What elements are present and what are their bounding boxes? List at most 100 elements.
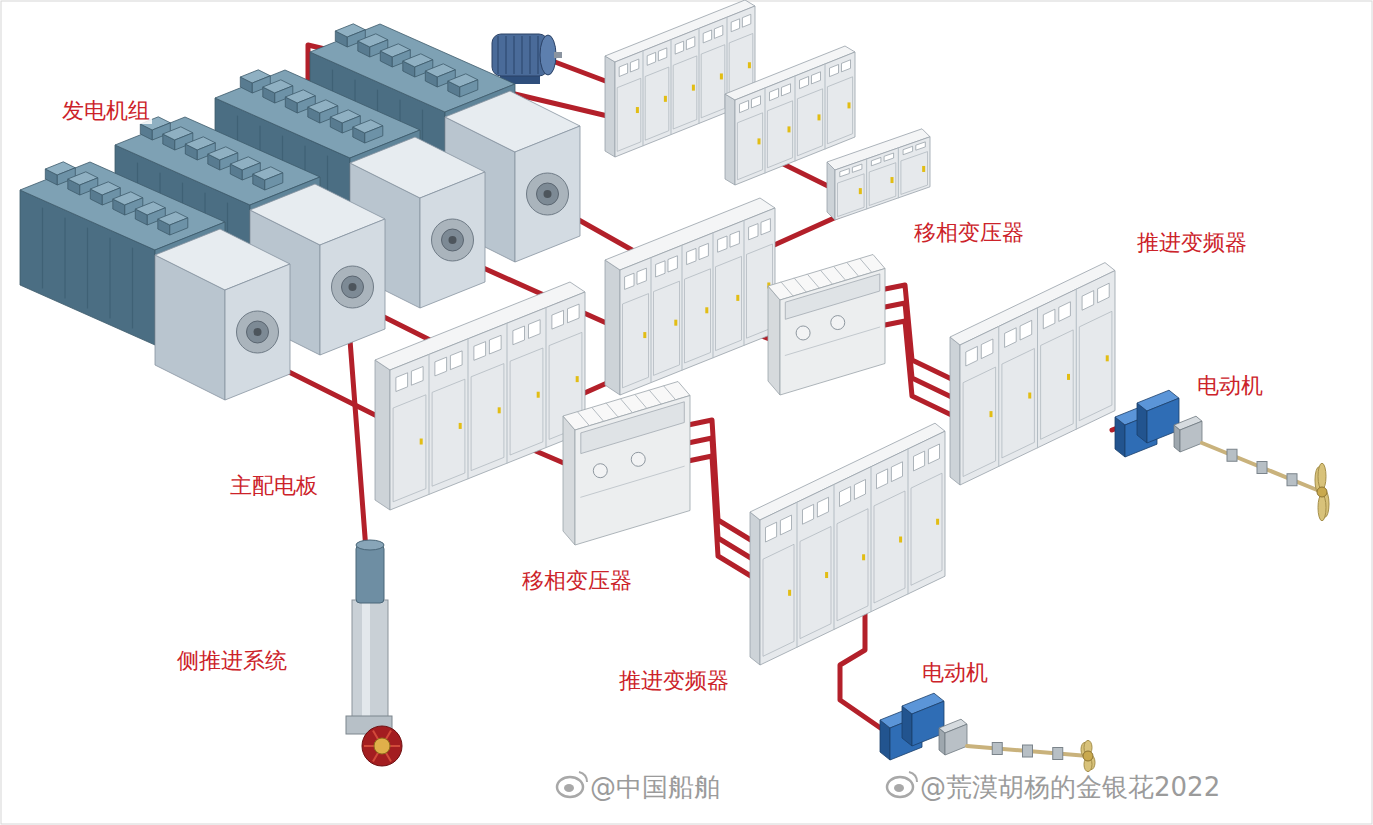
control-panel (830, 65, 839, 77)
main-switchboard (730, 231, 739, 247)
generator-set (109, 238, 110, 318)
propulsion-motor (1257, 462, 1267, 474)
control-panel (795, 76, 796, 161)
control-cabinet (891, 177, 894, 183)
part-label: 移相变压器 (520, 568, 634, 594)
main-switchboard (705, 307, 708, 313)
generator-set (332, 266, 374, 308)
main-switchboard (656, 261, 665, 277)
watermark-logo (909, 772, 917, 782)
main-switchboard (468, 339, 469, 479)
auxiliary-motor (521, 36, 523, 74)
propulsion-motor (992, 743, 1002, 755)
propulsion-converter (1037, 308, 1038, 448)
main-switchboard (699, 243, 708, 259)
propulsion-converter (817, 497, 828, 517)
propulsion-converter (914, 451, 925, 471)
main-switchboard (718, 236, 727, 252)
generator-set (460, 80, 478, 97)
propulsion-converter (911, 473, 942, 585)
phase-shift-transformer (860, 258, 872, 272)
control-panel (725, 94, 735, 185)
propulsion-converter (908, 449, 909, 594)
phase-shift-transformer (821, 270, 833, 284)
control-panel (748, 62, 751, 68)
propulsion-motor (880, 693, 1095, 771)
generator-set (20, 162, 290, 400)
phase-shift-transformer (785, 327, 880, 355)
control-panel (848, 102, 851, 108)
generator-set (432, 219, 474, 261)
control-panel (731, 19, 739, 32)
phase-shift-transformer (606, 403, 618, 417)
control-panel (800, 77, 809, 89)
auxiliary-motor (505, 36, 507, 74)
propulsion-converter (871, 467, 872, 612)
main-switchboard (651, 258, 652, 383)
main-switchboard (489, 335, 501, 354)
phase-shift-transformer (575, 396, 690, 546)
generator-set (449, 236, 457, 244)
propulsion-converter (766, 522, 777, 542)
control-panel (673, 56, 697, 129)
propulsion-converter (825, 572, 828, 578)
generator-set (515, 126, 580, 262)
propulsion-converter (837, 509, 868, 621)
main-switchboard (498, 407, 501, 413)
propulsion-converter (877, 469, 888, 489)
phase-shift-transformer (563, 416, 575, 545)
generator-set (132, 248, 133, 328)
generator-set (527, 173, 569, 215)
watermark-logo (894, 784, 904, 792)
power-cable (275, 45, 1142, 738)
part-label: 移相变压器 (912, 220, 1026, 246)
main-switchboard (529, 320, 541, 339)
control-panel (703, 30, 711, 43)
generator-set (537, 183, 559, 205)
propulsion-motor (1023, 745, 1033, 757)
main-switchboard (450, 351, 462, 370)
control-panel (797, 89, 822, 156)
generator-set (254, 328, 262, 336)
phase-shift-transformer (563, 382, 690, 546)
phase-shift-transformer (831, 316, 845, 330)
control-panel (752, 96, 761, 108)
propulsion-converter (1106, 355, 1109, 361)
propulsion-motor (967, 746, 1088, 756)
phase-shift-transformer (781, 282, 793, 296)
auxiliary-motor (513, 36, 515, 74)
propulsion-motor (1318, 494, 1326, 520)
control-panel (765, 88, 766, 173)
propulsion-converter (1028, 393, 1031, 399)
propulsion-motor (1318, 463, 1326, 489)
control-cabinet (922, 166, 925, 172)
generator-set (42, 208, 43, 288)
side-thruster (373, 730, 391, 761)
control-panel (714, 26, 722, 39)
control-cabinet (840, 169, 850, 177)
propulsion-converter (950, 337, 960, 485)
phase-shift-transformer (796, 326, 810, 340)
phase-shift-transformer (834, 266, 846, 280)
propulsion-motor (1227, 449, 1237, 461)
main-switchboard (637, 268, 646, 284)
main-switchboard (643, 332, 646, 338)
auxiliary-motor (492, 34, 562, 84)
generator-set (237, 311, 279, 353)
power-cable (350, 340, 366, 550)
main-switchboard (471, 364, 504, 471)
generator-set (225, 264, 290, 400)
control-panel (643, 51, 644, 146)
main-switchboard (396, 373, 408, 392)
propulsion-converter (803, 504, 814, 524)
propulsion-converter (950, 263, 1115, 485)
propulsion-converter (1082, 291, 1094, 311)
propulsion-converter (788, 590, 791, 596)
control-panel (818, 114, 821, 120)
propulsion-converter (891, 462, 902, 482)
main-switchboard (761, 219, 770, 235)
control-cabinet (898, 148, 899, 198)
propulsion-converter (780, 515, 791, 535)
generator-set (544, 190, 552, 198)
phase-shift-transformer (631, 452, 645, 466)
